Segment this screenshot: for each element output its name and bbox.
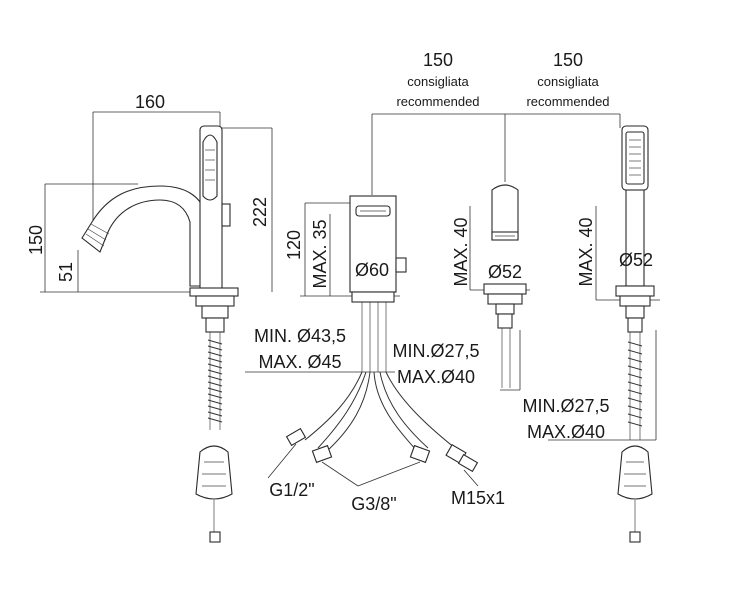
label-51: 51 bbox=[56, 262, 76, 282]
label-right-max: MAX.Ø40 bbox=[527, 422, 605, 442]
label-max-40-right: MAX. 40 bbox=[576, 217, 596, 286]
label-160: 160 bbox=[135, 92, 165, 112]
label-mid-max: MAX.Ø40 bbox=[397, 367, 475, 387]
label-dia-60: Ø60 bbox=[355, 260, 389, 280]
label-dia-52-right: Ø52 bbox=[619, 250, 653, 270]
label-recommended-1: recommended bbox=[396, 94, 479, 109]
label-150-left: 150 bbox=[26, 225, 46, 255]
label-consigliata-1: consigliata bbox=[407, 74, 469, 89]
label-max-35: MAX. 35 bbox=[310, 219, 330, 288]
handshower-weight bbox=[617, 445, 653, 500]
spout-assembly: 160 150 51 222 bbox=[26, 92, 273, 543]
label-g38: G3/8" bbox=[351, 494, 396, 514]
label-dia-52-mid: Ø52 bbox=[488, 262, 522, 282]
label-mid-min: MIN.Ø27,5 bbox=[392, 341, 479, 361]
diverter-assembly: MAX. 40 Ø52 MIN.Ø27,5 MAX.Ø40 bbox=[392, 184, 530, 391]
label-min-hole: MIN. Ø43,5 bbox=[254, 326, 346, 346]
label-g12: G1/2" bbox=[269, 480, 314, 500]
label-150-spacing-2: 150 bbox=[553, 50, 583, 70]
hose-weight bbox=[195, 445, 233, 500]
label-consigliata-2: consigliata bbox=[537, 74, 599, 89]
handshower-assembly: MAX. 40 Ø52 MIN.Ø27,5 MAX.Ø40 bbox=[522, 125, 660, 543]
spacing-dimensions: 150 consigliata recommended 150 consigli… bbox=[371, 50, 621, 195]
spout-arm bbox=[81, 185, 206, 287]
label-150-spacing-1: 150 bbox=[423, 50, 453, 70]
mixer-body: 120 MAX. 35 Ø60 MIN. Ø43,5 MAX. Ø45 G1/2… bbox=[245, 195, 505, 514]
label-right-min: MIN.Ø27,5 bbox=[522, 396, 609, 416]
label-recommended-2: recommended bbox=[526, 94, 609, 109]
label-m15x1: M15x1 bbox=[451, 488, 505, 508]
label-max-40-mid: MAX. 40 bbox=[451, 217, 471, 286]
label-120: 120 bbox=[284, 230, 304, 260]
label-222: 222 bbox=[250, 197, 270, 227]
label-max-hole: MAX. Ø45 bbox=[258, 352, 341, 372]
